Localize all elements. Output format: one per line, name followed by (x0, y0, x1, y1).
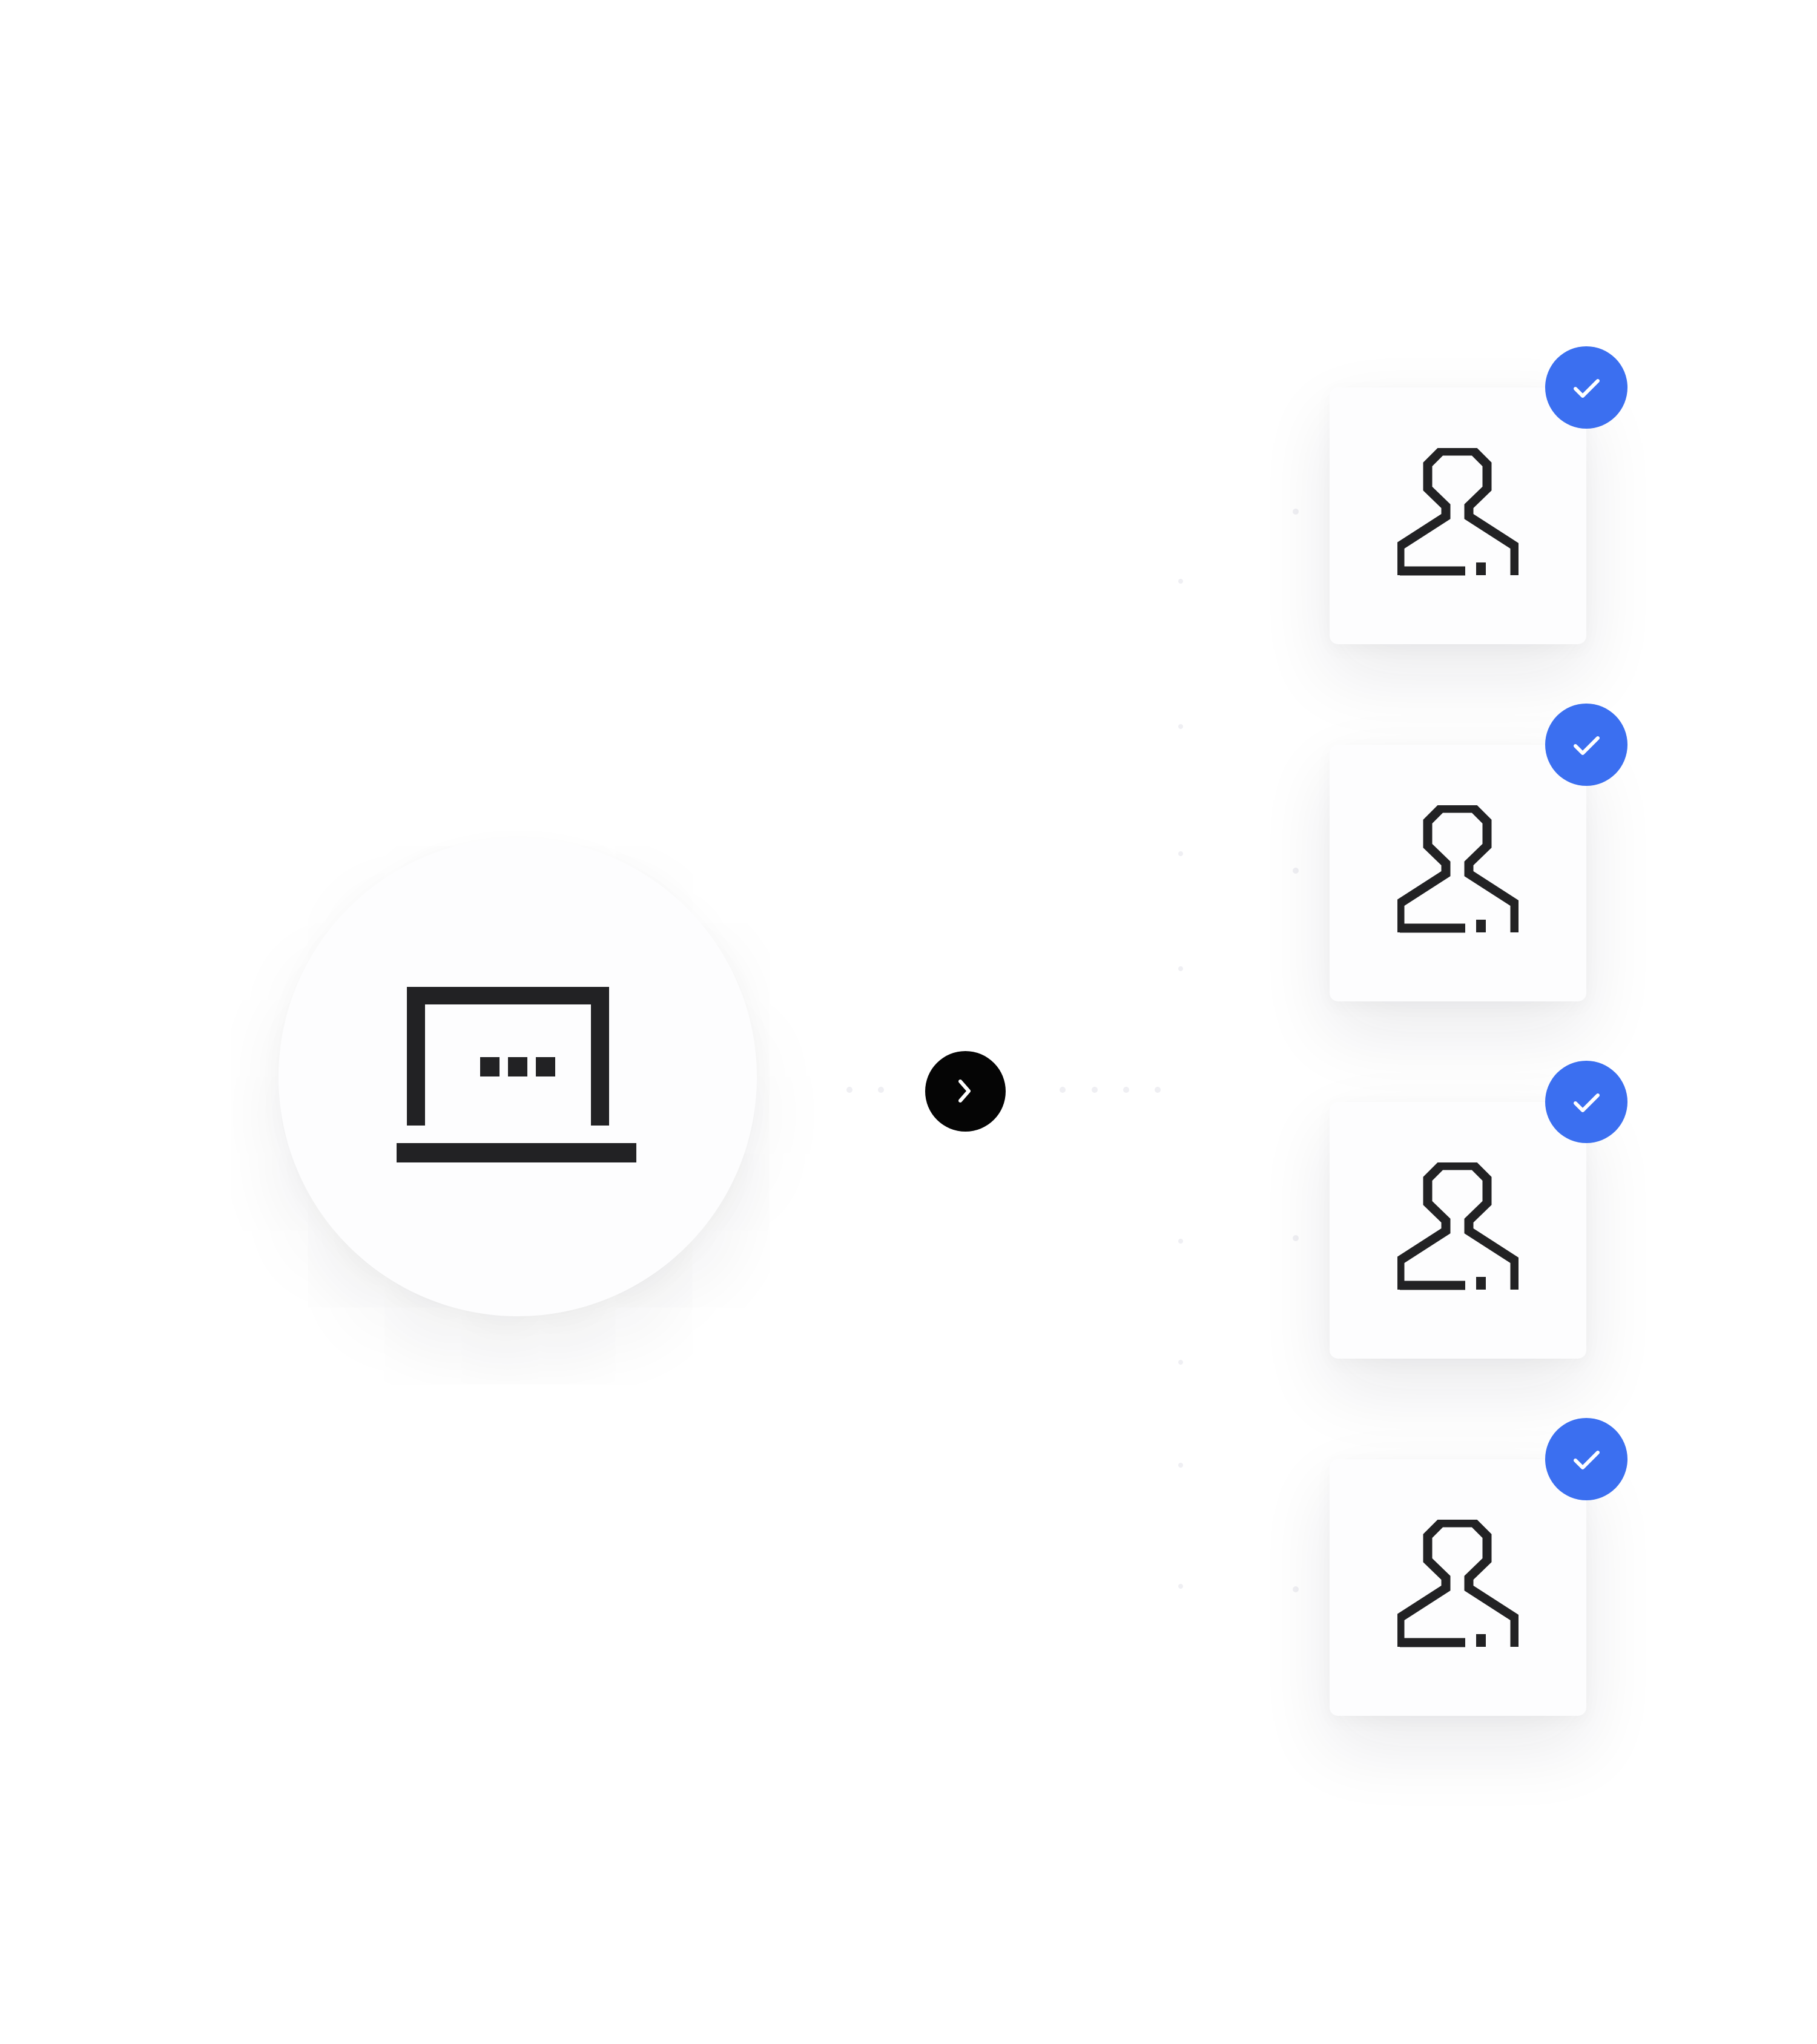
user-icon (1397, 805, 1519, 933)
next-button[interactable] (925, 1051, 1006, 1132)
status-check-badge (1545, 704, 1627, 786)
status-check-badge (1545, 346, 1627, 429)
check-icon (1574, 1093, 1600, 1112)
check-icon (1574, 379, 1600, 398)
user-icon (1397, 1162, 1519, 1290)
user-icon (1397, 1520, 1519, 1647)
chevron-right-icon (958, 1080, 971, 1103)
check-icon (1574, 1451, 1600, 1469)
status-check-badge (1545, 1418, 1627, 1500)
laptop-icon (397, 987, 636, 1162)
recipient-card (1330, 745, 1586, 1001)
recipient-card (1330, 1102, 1586, 1359)
status-check-badge (1545, 1061, 1627, 1143)
recipient-card (1330, 387, 1586, 644)
source-device-circle (279, 838, 757, 1316)
recipient-card (1330, 1459, 1586, 1716)
check-icon (1574, 736, 1600, 755)
user-icon (1397, 448, 1519, 576)
